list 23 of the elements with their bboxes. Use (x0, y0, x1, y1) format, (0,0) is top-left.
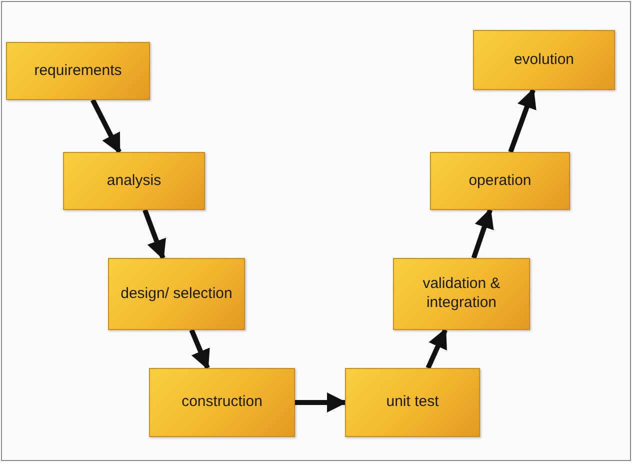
arrow (142, 209, 166, 260)
arrow (90, 98, 122, 154)
process-box (393, 258, 530, 330)
step-label: validation & integration (422, 275, 502, 313)
arrow (471, 208, 494, 259)
process-box (6, 42, 150, 100)
step-label: unit test (386, 393, 439, 412)
process-box (63, 152, 205, 210)
process-box (345, 368, 480, 437)
arrow (189, 329, 210, 370)
process-box (430, 152, 570, 210)
step-label: evolution (514, 50, 574, 70)
process-box (473, 30, 615, 90)
step-label: requirements (34, 62, 122, 80)
step-label: analysis (106, 172, 162, 190)
process-box (108, 258, 245, 330)
step-label: operation (468, 172, 532, 190)
arrow (295, 392, 347, 412)
arrow (508, 88, 536, 153)
step-label: design/ selection (120, 284, 232, 304)
step-label: construction (182, 393, 262, 412)
arrow (426, 328, 448, 370)
process-box (149, 368, 295, 437)
